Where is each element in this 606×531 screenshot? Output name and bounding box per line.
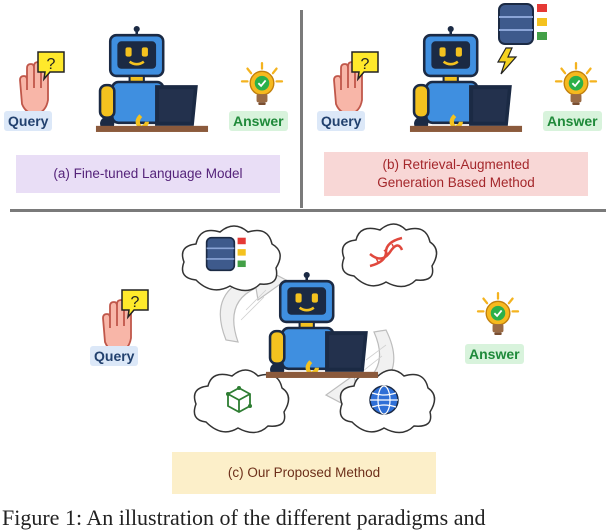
dna-cloud-icon — [341, 223, 438, 288]
query-tag: Query — [4, 111, 53, 131]
vertical-divider — [300, 10, 303, 208]
panel-b-label: (b) Retrieval-Augmented Generation Based… — [324, 152, 588, 196]
lightning-icon — [496, 47, 518, 75]
panel-c-label: (c) Our Proposed Method — [172, 452, 436, 494]
question-bubble-icon — [37, 51, 65, 80]
lightbulb-icon — [476, 292, 520, 337]
robot-icon — [406, 26, 526, 134]
answer-tag: Answer — [543, 111, 602, 131]
panel-b-label-line2: Generation Based Method — [377, 175, 535, 190]
answer-tag: Answer — [465, 344, 524, 364]
panel-a-label: (a) Fine-tuned Language Model — [16, 155, 280, 193]
dna-icon — [369, 236, 404, 268]
horizontal-divider — [10, 209, 606, 212]
globe-icon — [369, 385, 399, 415]
question-bubble-icon — [121, 289, 149, 318]
lightbulb-icon — [240, 62, 284, 107]
panel-b-label-line1: (b) Retrieval-Augmented — [382, 157, 530, 172]
answer-tag: Answer — [229, 111, 288, 131]
lightbulb-icon — [554, 62, 598, 107]
question-bubble-icon — [351, 51, 379, 80]
query-tag: Query — [90, 346, 139, 366]
database-icon — [205, 236, 247, 272]
cube-network-icon — [226, 386, 252, 414]
robot-icon — [262, 272, 382, 380]
query-tag: Query — [317, 111, 366, 131]
robot-icon — [92, 26, 212, 134]
figure-caption: Figure 1: An illustration of the differe… — [2, 505, 486, 530]
